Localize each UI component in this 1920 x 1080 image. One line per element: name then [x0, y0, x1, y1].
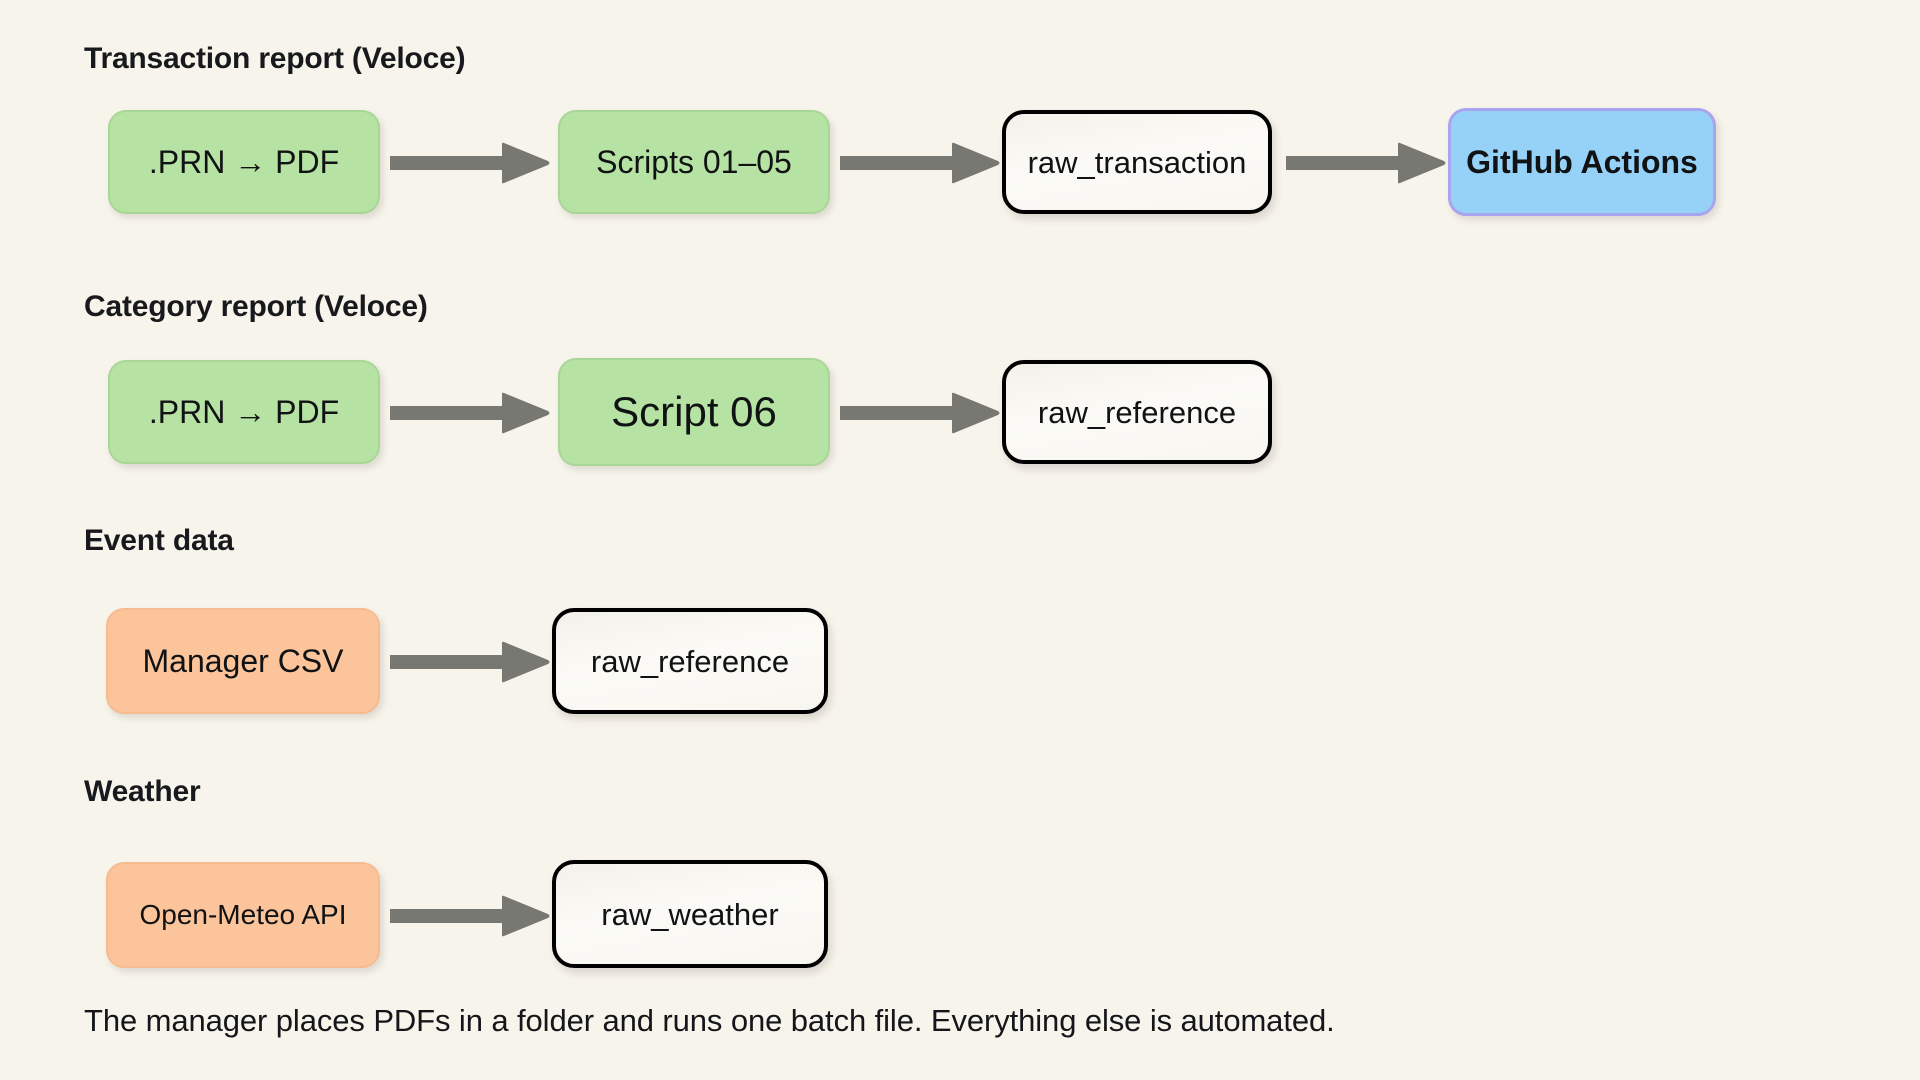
- node-label: raw_reference: [590, 643, 790, 679]
- node-raw-transaction[interactable]: raw_transaction: [1002, 110, 1272, 214]
- diagram-caption: The manager places PDFs in a folder and …: [84, 1003, 1335, 1038]
- node-label: Manager CSV: [142, 643, 344, 679]
- section-heading-category-report: Category report (Veloce): [84, 290, 428, 323]
- node-label: raw_transaction: [1027, 144, 1247, 180]
- section-heading-weather: Weather: [84, 775, 201, 808]
- arrow-prn-to-script-06: [390, 392, 550, 434]
- node-open-meteo-api[interactable]: Open-Meteo API: [106, 862, 380, 968]
- node-raw-reference-category[interactable]: raw_reference: [1002, 360, 1272, 464]
- node-label: .PRN → PDF: [148, 144, 340, 180]
- section-heading-transaction-report: Transaction report (Veloce): [84, 42, 466, 75]
- node-scripts-01-05[interactable]: Scripts 01–05: [558, 110, 830, 214]
- node-label: Scripts 01–05: [596, 144, 792, 180]
- node-label: raw_reference: [1037, 394, 1237, 430]
- arrow-open-meteo-to-raw-weather: [390, 895, 550, 937]
- arrow-script-06-to-raw-reference: [840, 392, 1000, 434]
- arrow-raw-transaction-to-github-actions: [1286, 142, 1446, 184]
- section-heading-event-data: Event data: [84, 524, 234, 557]
- arrow-manager-csv-to-raw-reference: [390, 641, 550, 683]
- node-github-actions[interactable]: GitHub Actions: [1448, 108, 1716, 216]
- node-manager-csv[interactable]: Manager CSV: [106, 608, 380, 714]
- node-label: raw_weather: [601, 896, 779, 932]
- node-label: Script 06: [611, 388, 777, 435]
- node-raw-reference-event[interactable]: raw_reference: [552, 608, 828, 714]
- arrow-prn-to-scripts-01-05: [390, 142, 550, 184]
- node-raw-weather[interactable]: raw_weather: [552, 860, 828, 968]
- node-prn-to-pdf-category[interactable]: .PRN → PDF: [108, 360, 380, 464]
- node-label: Open-Meteo API: [139, 899, 347, 930]
- node-prn-to-pdf-transaction[interactable]: .PRN → PDF: [108, 110, 380, 214]
- node-label: GitHub Actions: [1466, 144, 1698, 180]
- node-label: .PRN → PDF: [148, 394, 340, 430]
- node-script-06[interactable]: Script 06: [558, 358, 830, 466]
- arrow-scripts-to-raw-transaction: [840, 142, 1000, 184]
